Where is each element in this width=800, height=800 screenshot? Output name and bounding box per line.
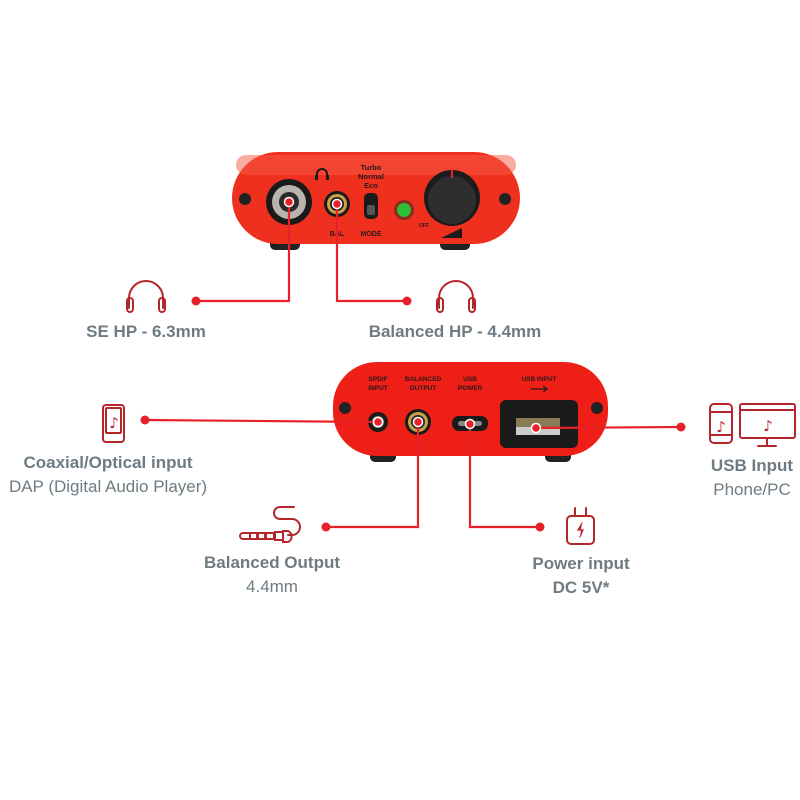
usb-title: USB Input (710, 456, 794, 475)
usb-power-label: USB (463, 376, 477, 383)
bal-out-title: Balanced Output (203, 553, 341, 572)
power-subtitle: DC 5V* (552, 578, 610, 597)
usb-power-label: POWER (458, 385, 483, 392)
volume-ramp-icon (441, 228, 462, 238)
screw (591, 402, 603, 414)
headphones-icon (436, 280, 476, 313)
callout-dots (283, 196, 542, 434)
usb-symbol-icon (531, 385, 548, 393)
power-plug-icon (566, 507, 595, 545)
mode-normal: Normal (358, 172, 384, 181)
balanced-label: OUTPUT (410, 385, 437, 392)
balanced-label: BALANCED (405, 376, 442, 383)
mode-eco: Eco (364, 181, 378, 190)
power-title: Power input (532, 554, 630, 573)
balanced-cable-icon (239, 506, 301, 543)
dap-icon (102, 404, 125, 443)
usb-input-label: USB INPUT (521, 376, 556, 383)
usb-subtitle: Phone/PC (713, 480, 791, 499)
svg-text:♪: ♪ (716, 418, 726, 436)
coax-subtitle: DAP (Digital Audio Player) (8, 477, 208, 496)
screw (239, 193, 251, 205)
phone-pc-icon (709, 403, 796, 447)
screw (499, 193, 511, 205)
music-note-icon: ♪ ♪ ♪ (109, 414, 773, 436)
spdif-label: SPDIF (368, 376, 387, 383)
front-panel-device: Turbo Normal Eco BAL MODE OFF (232, 152, 520, 250)
bal-hp-title: Balanced HP - 4.4mm (368, 322, 542, 341)
off-label: OFF (419, 223, 429, 229)
headphones-icon (126, 280, 166, 313)
bal-out-subtitle: 4.4mm (246, 577, 298, 596)
screw (339, 402, 351, 414)
coax-title: Coaxial/Optical input (23, 453, 193, 472)
callout-lines (144, 202, 682, 529)
svg-text:♪: ♪ (109, 414, 119, 432)
se-hp-title: SE HP - 6.3mm (86, 322, 206, 341)
mode-label: MODE (361, 231, 382, 238)
headphones-small-icon (316, 168, 328, 178)
mode-turbo: Turbo (361, 163, 382, 172)
spdif-label: INPUT (368, 385, 388, 392)
svg-text:♪: ♪ (763, 417, 773, 435)
